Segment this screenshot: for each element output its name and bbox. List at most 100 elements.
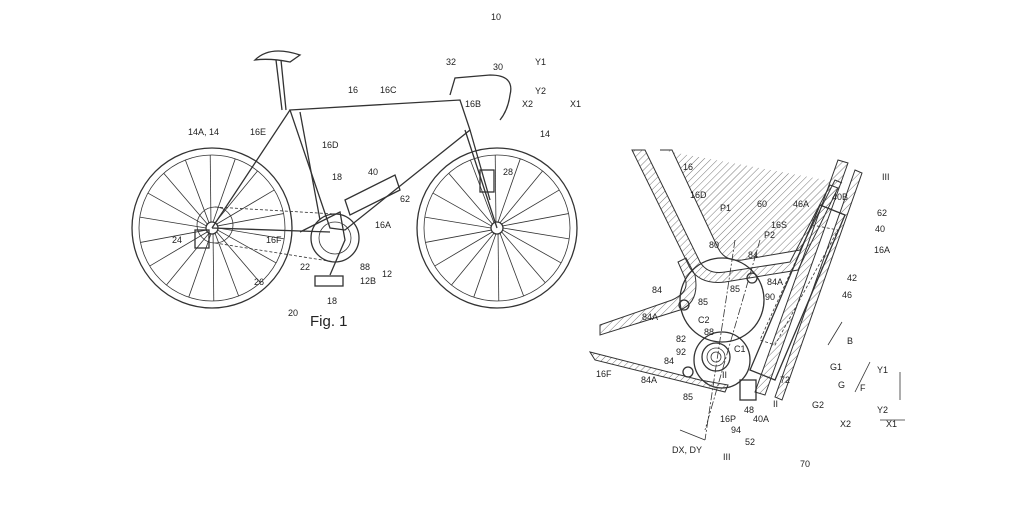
spoke: [214, 170, 258, 224]
label: 94: [731, 425, 741, 435]
label: Y1: [535, 57, 546, 67]
label: Y2: [535, 86, 546, 96]
label: C1: [734, 344, 746, 354]
label: 42: [847, 273, 857, 283]
label: 85: [698, 297, 708, 307]
label: Y2: [877, 405, 888, 415]
spoke: [166, 232, 210, 286]
label: 16A: [874, 245, 890, 255]
label: 16A: [375, 220, 391, 230]
label: P1: [720, 203, 731, 213]
spoke: [424, 216, 492, 229]
label: 92: [676, 347, 686, 357]
frame: [194, 50, 512, 287]
label: 52: [745, 437, 755, 447]
spoke: [149, 231, 208, 267]
label: C2: [698, 315, 710, 325]
label: 16: [348, 85, 358, 95]
spoke: [432, 192, 492, 227]
spoke: [212, 158, 236, 223]
spoke: [448, 172, 493, 225]
label: 40: [368, 167, 378, 177]
label: G2: [812, 400, 824, 410]
label: 14A, 14: [188, 127, 219, 137]
label: 16C: [380, 85, 397, 95]
spoke: [216, 189, 275, 225]
label: 16D: [690, 190, 707, 200]
spoke: [216, 231, 261, 284]
spoke: [499, 170, 543, 224]
spoke: [188, 233, 212, 298]
label: X1: [570, 99, 581, 109]
spoke: [214, 233, 240, 297]
spoke: [451, 232, 495, 286]
label: II: [722, 370, 727, 380]
label: Y1: [877, 365, 888, 375]
label: 40B: [832, 192, 848, 202]
label: 84: [748, 250, 758, 260]
label: 32: [446, 57, 456, 67]
figure2-labels: 16 16D 60 P1 46A 40B III 62 16S 40 16A P…: [596, 162, 897, 469]
label: 16F: [596, 369, 612, 379]
spoke: [497, 158, 521, 223]
label: 16P: [720, 414, 736, 424]
figure1-labels: 10 32 30 Y1 Y2 X2 X1 16 16C 16B 14A, 14 …: [172, 12, 581, 330]
label: 84A: [641, 375, 657, 385]
spoke: [499, 233, 525, 297]
label: 84: [664, 356, 674, 366]
label: 16S: [771, 220, 787, 230]
label: 84: [652, 285, 662, 295]
label: 16E: [250, 127, 266, 137]
label: 18: [332, 172, 342, 182]
label: 72: [780, 375, 790, 385]
spoke: [217, 213, 284, 227]
spoke: [147, 192, 207, 227]
label: 85: [730, 284, 740, 294]
figure-caption: Fig. 1: [310, 313, 348, 330]
bicycle-figure: 10 32 30 Y1 Y2 X2 X1 16 16C 16B 14A, 14 …: [131, 12, 581, 330]
label: 48: [744, 405, 754, 415]
spoke: [502, 213, 569, 227]
label: 40A: [753, 414, 769, 424]
spoke: [473, 233, 497, 298]
spoke: [139, 216, 207, 229]
label: III: [882, 172, 890, 182]
label: F: [860, 383, 866, 393]
spoke: [502, 227, 570, 240]
spoke: [217, 229, 277, 264]
label: 88: [704, 327, 714, 337]
label: 90: [765, 292, 775, 302]
spoke: [212, 233, 215, 301]
spoke: [425, 229, 492, 243]
label: 84A: [642, 312, 658, 322]
label: 16B: [465, 99, 481, 109]
label: 60: [757, 199, 767, 209]
label: 88: [360, 262, 370, 272]
spoke: [163, 172, 208, 225]
label: 62: [400, 194, 410, 204]
label: 85: [683, 392, 693, 402]
label: 26: [254, 277, 264, 287]
label: P2: [764, 230, 775, 240]
label: G: [838, 380, 845, 390]
label: 30: [493, 62, 503, 72]
label: 84A: [767, 277, 783, 287]
label: III: [723, 452, 731, 462]
detail-figure: [588, 149, 905, 441]
label: 16D: [322, 140, 339, 150]
label: 10: [491, 12, 501, 22]
label: 14: [540, 129, 550, 139]
label: 16F: [266, 235, 282, 245]
spoke: [494, 155, 497, 223]
label: 28: [503, 167, 513, 177]
label: 16: [683, 162, 693, 172]
spoke: [501, 231, 546, 284]
label: DX, DY: [672, 445, 702, 455]
label: 22: [300, 262, 310, 272]
front-wheel: [416, 147, 578, 309]
label: 80: [709, 240, 719, 250]
label: 12B: [360, 276, 376, 286]
rear-wheel: [131, 147, 293, 309]
label: 20: [288, 308, 298, 318]
